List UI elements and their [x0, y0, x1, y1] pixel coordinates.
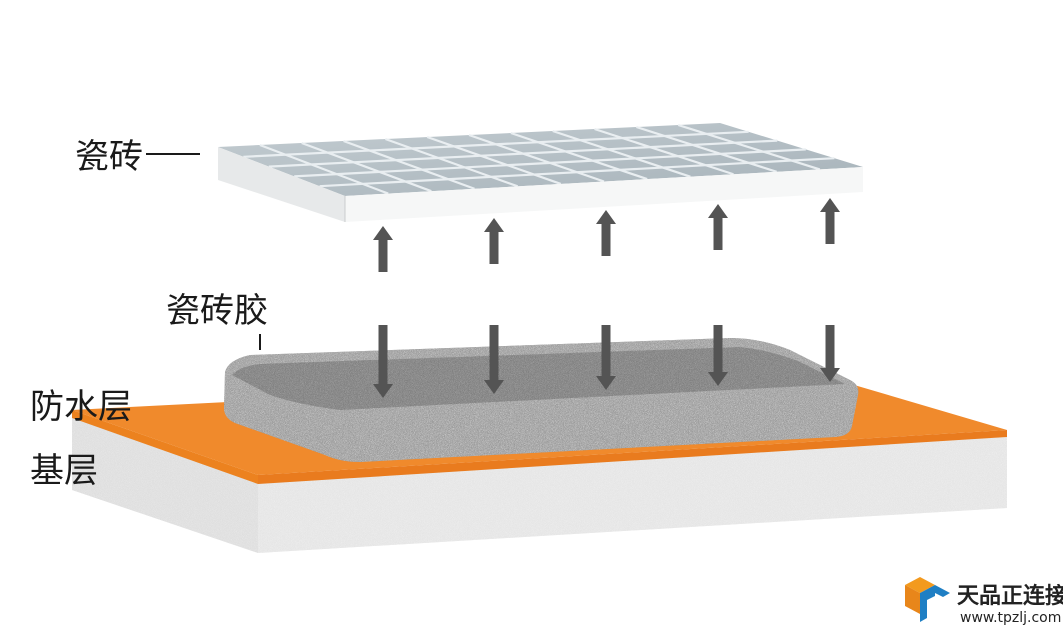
arrows-up-group [373, 198, 840, 272]
base-label: 基层 [30, 451, 98, 491]
tile-grid-line [294, 148, 806, 178]
arrow-up-icon [708, 204, 728, 250]
tile-grid-line [677, 123, 821, 171]
arrow-down-icon [708, 325, 728, 386]
tile-grid-line [426, 135, 562, 185]
adhesive-label: 瓷砖胶 [166, 291, 268, 331]
tile-label: 瓷砖 [75, 137, 143, 177]
arrow-up-icon [596, 210, 616, 256]
tile-grid-line [510, 131, 648, 181]
arrow-down-icon [373, 325, 393, 398]
tile-grid-line [384, 137, 519, 188]
tile-grid-line [301, 141, 432, 193]
tile-grid-line [468, 133, 605, 183]
arrow-down-icon [484, 325, 504, 394]
arrows-down-group [373, 325, 840, 398]
waterproof-label: 防水层 [30, 387, 132, 427]
arrow-up-icon [373, 226, 393, 272]
tile-grid-line [243, 130, 749, 158]
arrow-up-icon [820, 198, 840, 244]
brand-name: 天品正连接 [957, 583, 1063, 609]
tile-grid-line [343, 139, 475, 190]
tile-grid-line [319, 157, 835, 188]
tile [218, 123, 863, 222]
tile-grid-line [594, 127, 734, 176]
brand-url: www.tpzlj.com [960, 610, 1061, 626]
tile-grid-line [259, 143, 389, 195]
brand-logo-icon [905, 577, 950, 622]
tile-grid-line [635, 125, 778, 173]
arrow-up-icon [484, 218, 504, 264]
arrow-down-icon [820, 325, 840, 382]
tile-grid-line [552, 129, 691, 178]
tile-grid-line [268, 139, 778, 168]
arrow-down-icon [596, 325, 616, 390]
base-layer [72, 418, 1007, 553]
